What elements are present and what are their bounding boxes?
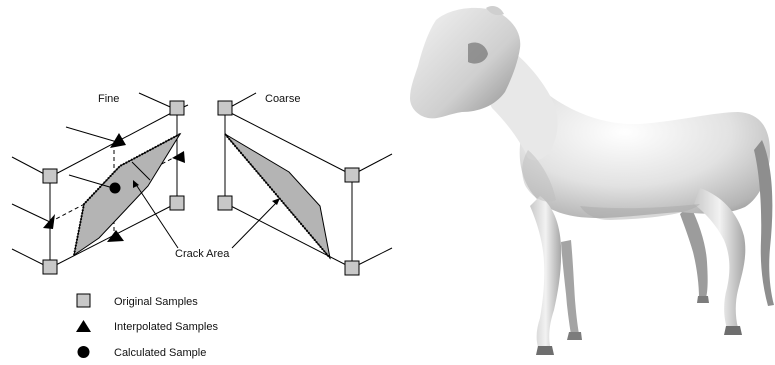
horse-far-hind-leg <box>680 205 708 298</box>
legend-calculated-label: Calculated Sample <box>114 347 206 359</box>
label-fine: Fine <box>98 93 119 105</box>
label-crack-area: Crack Area <box>175 248 230 260</box>
fine-patch-stub <box>12 204 50 222</box>
horse-near-fore-leg <box>530 196 561 352</box>
calculated-sample-marker <box>110 183 121 194</box>
legend-original-icon <box>77 294 90 307</box>
horse-hoof <box>567 332 582 340</box>
horse-render <box>410 6 774 355</box>
interpolated-sample-marker <box>172 151 185 163</box>
legend-interpolated-label: Interpolated Samples <box>114 321 218 333</box>
original-sample-marker <box>218 196 232 210</box>
guide-arrow-line <box>66 127 117 142</box>
horse-hoof <box>697 296 709 303</box>
original-sample-marker <box>345 168 359 182</box>
horse-tail <box>754 140 774 306</box>
legend-interpolated-icon <box>76 320 91 332</box>
horse-hoof <box>724 326 742 335</box>
original-sample-marker <box>43 169 57 183</box>
fine-patch <box>12 93 188 268</box>
interpolated-sample-marker <box>43 214 55 229</box>
horse-far-fore-leg <box>561 240 579 335</box>
original-sample-marker <box>170 196 184 210</box>
crack-area-pointers <box>135 183 278 248</box>
crack-area-fine <box>74 134 180 255</box>
legend-calculated-icon <box>78 346 90 358</box>
pointer-line <box>135 183 178 248</box>
original-sample-marker <box>170 101 184 115</box>
pointer-arrowhead <box>272 198 280 205</box>
horse-body <box>520 92 770 218</box>
original-sample-marker <box>218 101 232 115</box>
coarse-patch <box>225 93 392 268</box>
original-sample-marker <box>345 261 359 275</box>
legend-original-label: Original Samples <box>114 296 198 308</box>
original-sample-marker <box>43 260 57 274</box>
coarse-patch-edge <box>225 110 352 175</box>
pointer-line <box>232 201 278 248</box>
horse-hoof <box>536 346 554 355</box>
label-coarse: Coarse <box>265 93 300 105</box>
legend: Original Samples Interpolated Samples Ca… <box>76 294 218 359</box>
